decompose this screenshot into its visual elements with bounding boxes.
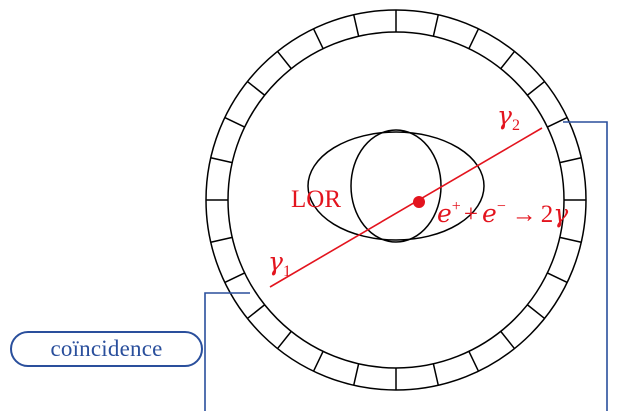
gamma1-subscript: 1 [283,263,291,280]
reaction-equation: e++e−→2γ [437,198,568,228]
detector-segment-divider [547,116,568,128]
reaction-gamma: γ [553,199,568,228]
detector-segment-divider [352,363,360,386]
phantom [307,129,485,243]
phantom-outer-ellipse [307,131,485,241]
lor-label: LOR [291,186,341,213]
reaction-minus-superscript: − [497,198,506,215]
detector-segment-divider [246,80,266,96]
detector-ring [205,9,587,391]
detector-segment-divider [559,236,582,244]
detector-ring-outer [205,9,587,391]
detector-segment-divider [468,351,480,372]
gamma1-symbol: γ [268,247,283,276]
detector-segment-divider [276,50,292,70]
detector-segment-divider [526,80,546,96]
detector-segment-divider [312,28,324,49]
detector-segment-divider [526,304,546,320]
reaction-plus: + [464,201,478,228]
coincidence-unit: coïncidence [10,331,203,367]
phantom-inner-ellipse [350,129,442,243]
coincidence-label: coïncidence [50,336,163,361]
detector-segment-divider [276,330,292,350]
gamma2-label: γ2 [497,101,520,134]
reaction-plus-superscript: + [452,198,461,215]
detector-segment-divider [559,156,582,164]
reaction-two: 2 [541,201,554,228]
reaction-e-minus: e [482,199,497,228]
detector-segment-divider [500,330,516,350]
detector-segment-divider [210,156,233,164]
detector-segment-divider [432,14,440,37]
detector-segments [206,10,586,390]
gamma2-subscript: 2 [512,117,520,134]
detector-ring-inner [227,31,565,369]
reaction-arrow: → [512,201,537,228]
reaction-e-plus: e [437,199,452,228]
wire-right [563,121,608,411]
detector-segment-divider [312,351,324,372]
detector-segment-divider [468,28,480,49]
detector-segment-divider [246,304,266,320]
detector-segment-divider [224,116,245,128]
gamma2-symbol: γ [497,101,512,130]
wire-left [204,292,250,411]
detector-segment-divider [547,272,568,284]
gamma1-label: γ1 [268,247,291,280]
coincidence-wiring [204,121,608,411]
detector-segment-divider [432,363,440,386]
detector-segment-divider [352,14,360,37]
detector-segment-divider [224,272,245,284]
annihilation-point [413,196,425,208]
detector-segment-divider [210,236,233,244]
line-of-response [269,127,543,288]
detector-segment-divider [500,50,516,70]
